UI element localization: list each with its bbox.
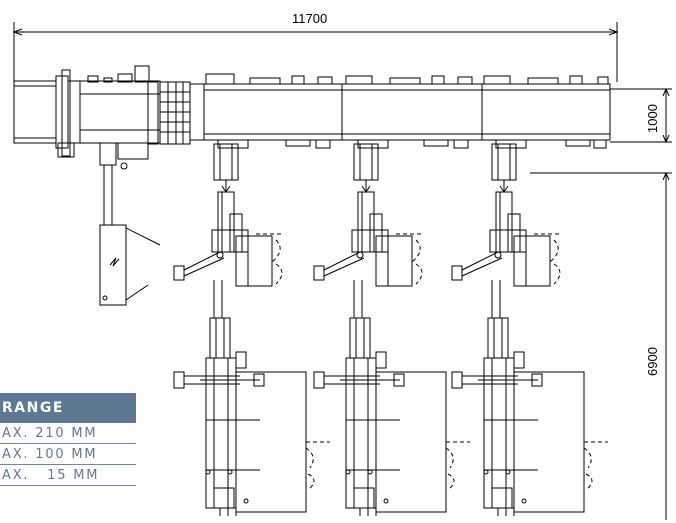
station-3 [451,143,609,517]
range-table-header: RANGE [0,393,136,423]
height-dimension-label: 1000 [645,104,660,133]
width-dimension-label: 11700 [292,11,327,26]
depth-dimension: 6900 [530,173,672,520]
infeed-section [14,66,204,305]
depth-dimension-label: 6900 [645,347,660,376]
range-row-3: AX. 15 MM [0,465,136,486]
station-1 [173,143,331,517]
width-dimension: 11700 [14,11,617,82]
range-table: RANGE AX. 210 MM AX. 100 MM AX. 15 MM [0,393,136,486]
range-row-2: AX. 100 MM [0,444,136,465]
station-2 [313,143,471,517]
range-row-1: AX. 210 MM [0,423,136,444]
conveyor-modules [204,74,610,148]
height-dimension: 1000 [610,89,672,142]
